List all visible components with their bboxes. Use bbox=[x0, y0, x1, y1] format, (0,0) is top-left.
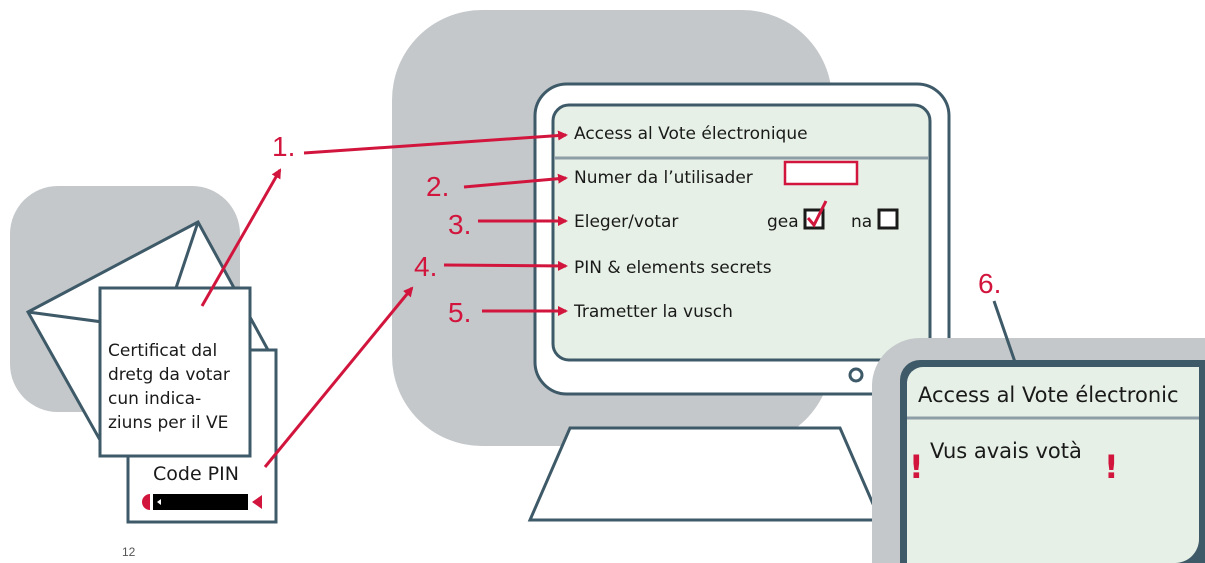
arrow-step-2 bbox=[463, 173, 568, 189]
step-5-label: 5. bbox=[448, 297, 471, 328]
username-label: Numer da l’utilisader bbox=[574, 168, 753, 188]
arrow-certificate-to-1 bbox=[200, 168, 282, 307]
confirmation-title: Access al Vote électronic bbox=[918, 383, 1179, 407]
submit-label[interactable]: Trametter la vusch bbox=[573, 302, 733, 322]
pin-bar bbox=[142, 494, 262, 510]
checkmark-icon bbox=[806, 200, 828, 228]
pin-code-label: Code PIN bbox=[153, 463, 239, 485]
confirmation-mark-right: ! bbox=[1104, 448, 1119, 486]
step-4-label: 4. bbox=[414, 251, 437, 282]
confirmation-message: Vus avais votà bbox=[930, 439, 1082, 463]
certificate-line-1: Certificat dal bbox=[108, 341, 217, 361]
username-input[interactable] bbox=[783, 160, 859, 186]
no-checkbox[interactable] bbox=[877, 208, 899, 230]
step-3-label: 3. bbox=[448, 209, 471, 240]
certificate-card bbox=[98, 286, 252, 458]
confirmation-mark-left: ! bbox=[909, 448, 924, 486]
page-number: 12 bbox=[122, 545, 136, 559]
no-label: na bbox=[851, 212, 872, 232]
arrow-step-4 bbox=[443, 260, 568, 271]
monitor-stand bbox=[527, 426, 883, 522]
arrow-step-6 bbox=[992, 300, 1018, 366]
arrow-step-1 bbox=[303, 130, 568, 155]
certificate-line-2: dretg da votar bbox=[108, 365, 230, 385]
certificate-line-4: ziuns per il VE bbox=[108, 413, 228, 433]
screen-title: Access al Vote électronique bbox=[574, 124, 808, 144]
step-6-label: 6. bbox=[978, 268, 1001, 299]
confirmation-screen bbox=[872, 338, 1205, 563]
pin-label: PIN & elements secrets bbox=[574, 258, 772, 278]
power-button bbox=[848, 367, 864, 383]
arrow-pin-to-4 bbox=[263, 286, 414, 468]
step-2-label: 2. bbox=[426, 171, 449, 202]
certificate-line-3: cun indica- bbox=[108, 389, 201, 409]
yes-label: gea bbox=[767, 212, 799, 232]
step-1-label: 1. bbox=[272, 131, 295, 162]
vote-label: Eleger/votar bbox=[574, 212, 678, 232]
